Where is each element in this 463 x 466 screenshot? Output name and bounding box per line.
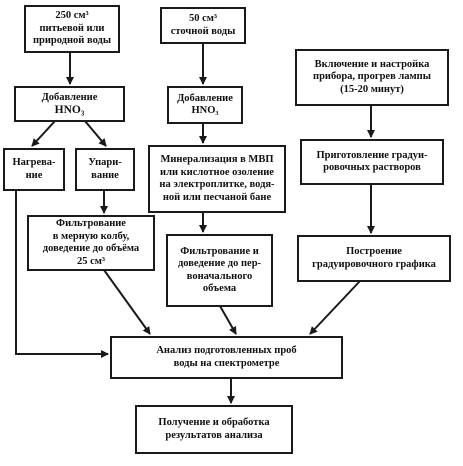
box-line: Фильтрование и (180, 245, 259, 257)
box-line: ной или песчаной бане (162, 191, 272, 203)
box-line: Анализ подготовленных проб (156, 345, 297, 356)
box-analysis: Анализ подготовленных проб воды на спект… (110, 336, 343, 379)
box-filter-volume: Фильтрование и доведение до пер- воначал… (166, 234, 273, 307)
box-line: вание (91, 169, 119, 181)
box-line: 25 см³ (76, 255, 106, 267)
box-line: Построение (346, 246, 402, 257)
box-line: Нагрева- (12, 157, 56, 168)
box-line: (15-20 минут) (340, 83, 404, 95)
box-evaporation: Упари- вание (75, 148, 135, 191)
box-line: сточной воды (170, 25, 236, 37)
box-line: воды на спектрометре (173, 357, 280, 369)
box-line: Добавление (177, 92, 233, 104)
box-line: доведение до пер- (177, 258, 262, 269)
box-line: Минерализация в МВП (160, 154, 274, 165)
arrow-curve-to-analysis (309, 280, 361, 335)
box-calib-solutions: Приготовление градуи- ровочных растворов (300, 139, 444, 185)
box-mineralization: Минерализация в МВП или кислотное озолен… (148, 145, 286, 213)
box-line: доведение до объёма (42, 243, 140, 254)
box-line: HNO₃ (191, 105, 219, 116)
arrow-filter-to-analysis (103, 269, 151, 335)
arrow-heating-to-analysis (15, 190, 109, 358)
box-line: воначального (186, 270, 253, 282)
box-line: питьевой или (39, 22, 105, 34)
arrow-hno3-to-heating (31, 120, 56, 147)
box-instrument-setup: Включение и настройка прибора, прогрев л… (295, 49, 449, 106)
box-heating: Нагрева- ние (3, 148, 65, 191)
box-filter-flask: Фильтрование в мерную колбу, доведение д… (27, 215, 155, 271)
box-line: ровочных растворов (323, 162, 421, 173)
box-calib-curve: Построение градуировочного графика (297, 235, 451, 282)
box-line: 50 см³ (188, 13, 218, 24)
box-line: прибора, прогрев лампы (313, 71, 431, 83)
box-line: 250 см³ (55, 10, 89, 22)
box-line: ние (25, 169, 43, 181)
arrow-hno3-to-evaporation (84, 120, 107, 147)
box-line: Фильтрование (56, 218, 126, 229)
box-line: результатов анализа (165, 429, 263, 441)
box-drinking-water: 250 см³ питьевой или природной воды (24, 5, 120, 53)
box-line: Получение и обработка (158, 417, 270, 428)
box-line: природной воды (32, 35, 112, 47)
box-add-hno3-left: Добавление HNO₃ (14, 86, 125, 122)
box-line: в мерную колбу, (52, 230, 130, 242)
box-line: Приготовление градуи- (316, 149, 428, 161)
box-line: HNO₃ (54, 104, 85, 116)
box-results: Получение и обработка результатов анализ… (135, 405, 293, 454)
box-line: Добавление (41, 91, 98, 103)
box-line: Упари- (88, 157, 122, 168)
box-line: на электроплитке, водя- (159, 179, 275, 190)
box-line: Включение и настройка (314, 58, 430, 70)
box-waste-water: 50 см³ сточной воды (160, 7, 246, 44)
box-line: градуировочного графика (312, 258, 436, 270)
box-line: или кислотное озоление (160, 166, 274, 178)
box-add-hno3-mid: Добавление HNO₃ (167, 86, 243, 124)
arrow-filtervolume-to-analysis (219, 305, 237, 335)
box-line: объема (202, 283, 237, 294)
